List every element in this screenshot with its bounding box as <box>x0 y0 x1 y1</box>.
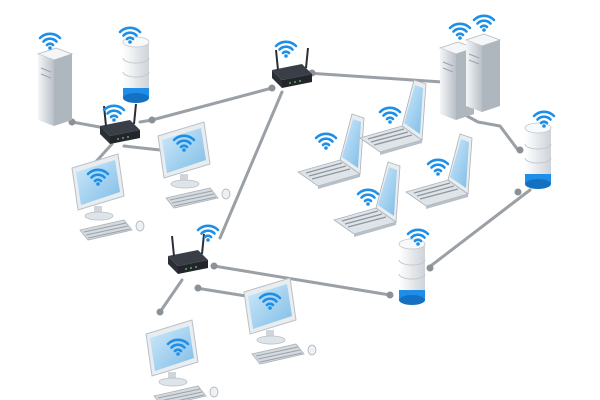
router-icon <box>99 103 141 145</box>
router-icon <box>167 233 209 275</box>
wifi-icon <box>426 158 450 178</box>
desktop-computer-icon <box>243 277 317 365</box>
cable-connectors <box>68 69 524 316</box>
wifi-icon <box>196 224 220 244</box>
laptop-icon <box>297 113 365 190</box>
wifi-icon <box>38 32 62 52</box>
access-point-icon <box>398 238 426 306</box>
wifi-icon <box>356 188 380 208</box>
wifi-icon <box>472 14 496 34</box>
laptop-icon <box>405 133 473 210</box>
server-tower-icon <box>465 33 501 113</box>
access-point-icon <box>524 122 552 190</box>
wifi-icon <box>102 104 126 124</box>
server-tower-icon <box>37 47 73 127</box>
wifi-icon <box>448 22 472 42</box>
wifi-icon <box>314 132 338 152</box>
access-point-icon <box>122 36 150 104</box>
desktop-computer-icon <box>157 121 231 209</box>
wifi-icon <box>274 40 298 60</box>
desktop-computer-icon <box>71 153 145 241</box>
router-icon <box>271 47 313 89</box>
network-cables <box>70 70 532 314</box>
wifi-icon <box>378 106 402 126</box>
desktop-computer-icon <box>145 319 219 400</box>
